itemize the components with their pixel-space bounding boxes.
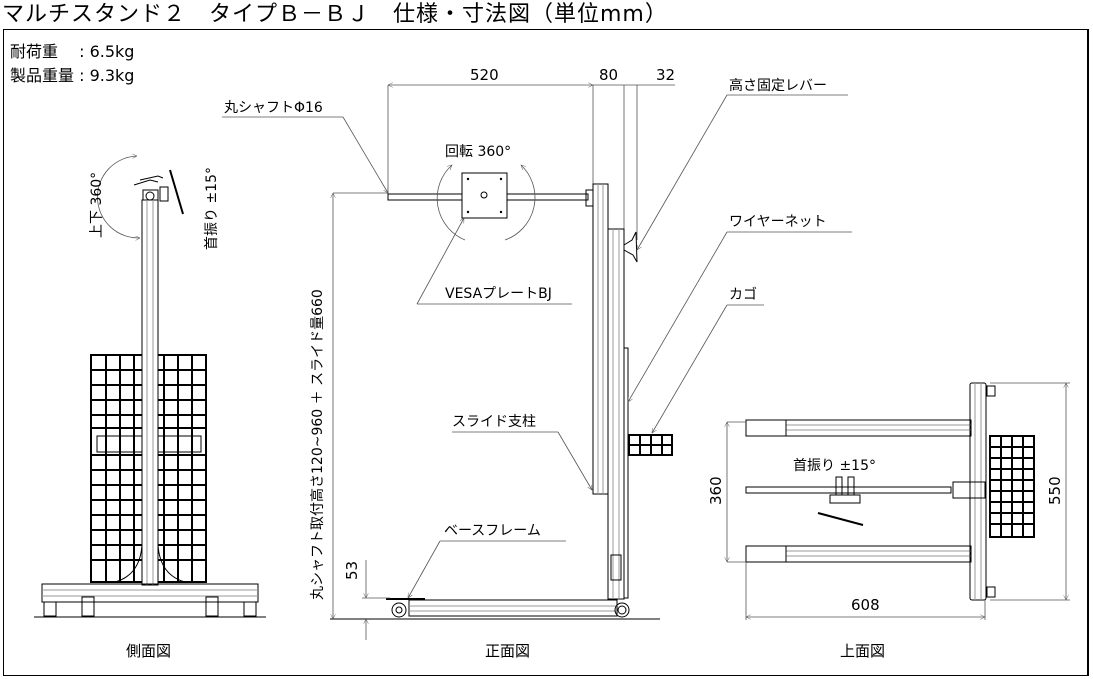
top-vesa-plate xyxy=(817,512,864,526)
slide-pole xyxy=(592,183,609,495)
vesa-plate xyxy=(461,172,508,219)
top-cross-frame xyxy=(969,382,987,601)
top-leg-lower xyxy=(745,545,972,563)
slide-pole-label: スライド支柱 xyxy=(452,414,536,430)
shaft-label: 丸シャフトΦ16 xyxy=(224,100,323,116)
basket-label: カゴ xyxy=(729,286,757,303)
front-wire-net xyxy=(623,347,629,599)
height-lever xyxy=(623,231,638,263)
top-basket xyxy=(989,435,1035,538)
tilt-arc-icon xyxy=(97,156,140,238)
front-base-frame xyxy=(408,599,618,617)
front-view-caption: 正面図 xyxy=(485,642,530,660)
spec-load-capacity: 耐荷重 : 6.5kg xyxy=(10,42,135,61)
vesa-plate-label: VESAプレートBJ xyxy=(445,286,552,302)
dim-arm-length: 520 xyxy=(470,66,499,84)
fixed-pole xyxy=(607,228,625,600)
side-vesa-plate xyxy=(169,169,184,215)
height-lever-label: 高さ固定レバー xyxy=(729,77,827,94)
base-frame-label: ベースフレーム xyxy=(444,523,541,539)
dim-mount-height: 丸シャフト取付高さ120~960 ＋ スライド量660 xyxy=(309,289,326,600)
side-view: 上下 360° 首振り ±15° xyxy=(34,156,266,660)
side-base-frame xyxy=(41,583,259,603)
dim-overall-width: 550 xyxy=(1046,476,1064,505)
dim-pole-width: 80 xyxy=(599,66,618,84)
top-swing-label: 首振り ±15° xyxy=(793,458,876,474)
rotation-label: 回転 360° xyxy=(445,144,511,160)
top-view-caption: 上面図 xyxy=(840,642,885,660)
side-view-caption: 側面図 xyxy=(126,642,171,660)
top-leg-upper xyxy=(745,419,972,437)
dim-depth: 608 xyxy=(851,596,880,614)
dim-inner-width: 360 xyxy=(707,476,725,505)
front-view: 520 80 32 回転 360° 丸シャフトΦ16 VESAプレートBJ xyxy=(222,66,852,660)
spec-product-weight: 製品重量 : 9.3kg xyxy=(10,66,135,85)
top-view: 首振り ±15° 360 608 550 上面図 xyxy=(707,383,1070,660)
drawing-title: マルチスタンド２ タイプＢ－ＢＪ 仕様・寸法図（単位mm） xyxy=(2,2,668,27)
wire-net-label: ワイヤーネット xyxy=(729,214,827,230)
side-swing-label: 首振り ±15° xyxy=(204,167,220,250)
tilt-label: 上下 360° xyxy=(89,172,105,238)
drawing-frame xyxy=(3,29,1089,676)
dim-base-height: 53 xyxy=(343,561,361,580)
dim-lever-offset: 32 xyxy=(656,66,675,84)
